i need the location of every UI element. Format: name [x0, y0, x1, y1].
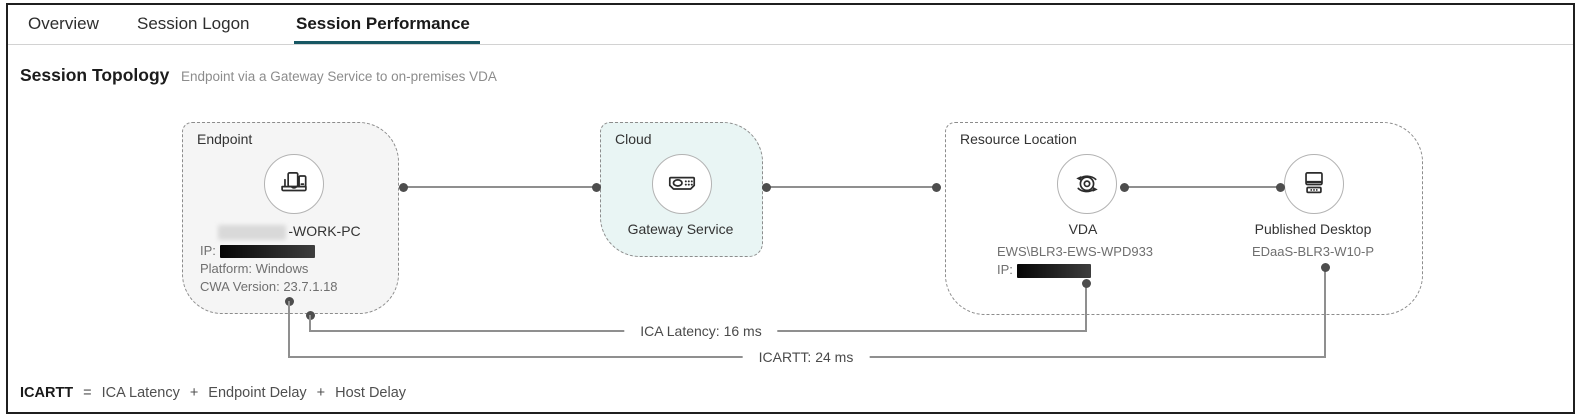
- ica-latency-line-right: [1085, 287, 1087, 332]
- gateway-service-node[interactable]: [652, 154, 712, 214]
- endpoint-node[interactable]: [264, 154, 324, 214]
- formula-term-host-delay: Host Delay: [335, 385, 407, 401]
- formula-term-ica-latency: ICA Latency: [101, 385, 180, 401]
- endpoint-ip-row: IP:: [200, 243, 315, 259]
- resource-location-group-box: Resource Location: [945, 122, 1423, 315]
- icartt-formula: ICARTT = ICA Latency + Endpoint Delay + Host D…: [20, 385, 406, 401]
- endpoint-group-box: Endpoint: [182, 122, 399, 314]
- connector-dot: [399, 183, 408, 192]
- ica-latency-line-left: [309, 315, 311, 331]
- redacted-endpoint-ip: [219, 245, 315, 259]
- redacted-machine-name-prefix: [218, 224, 287, 240]
- icartt-value: ICARTT: 24 ms: [742, 347, 870, 367]
- cloud-group-label: Cloud: [615, 131, 652, 147]
- connector-dot: [1276, 183, 1285, 192]
- vda-machine-name: EWS\BLR3-EWS-WPD933: [997, 244, 1154, 259]
- page-title: Session Topology: [20, 65, 170, 85]
- vda-label: VDA: [1068, 221, 1098, 237]
- published-desktop-node[interactable]: [1284, 154, 1344, 214]
- connector-dot: [932, 183, 941, 192]
- formula-plus: +: [189, 385, 199, 401]
- connector-dot: [762, 183, 771, 192]
- gateway-service-label: Gateway Service: [627, 221, 734, 237]
- gateway-icon: [668, 176, 696, 190]
- connector-vda-desktop: [1124, 186, 1280, 188]
- published-desktop-machine-name: EDaaS-BLR3-W10-P: [1251, 244, 1375, 259]
- endpoint-cwa-version: CWA Version: 23.7.1.18: [200, 279, 338, 294]
- endpoint-platform: Platform: Windows: [200, 261, 309, 276]
- tabbar-divider: [8, 44, 1573, 45]
- page-subtitle: Endpoint via a Gateway Service to on-pre…: [181, 69, 497, 84]
- ica-latency-vda-dot: [1082, 279, 1091, 288]
- active-tab-indicator: [294, 41, 480, 44]
- icartt-line-left: [288, 301, 290, 358]
- connector-dot: [1120, 183, 1129, 192]
- tab-session-logon[interactable]: Session Logon: [137, 14, 250, 33]
- desktop-icon: [1305, 171, 1323, 194]
- connector-cloud-resource: [766, 186, 937, 188]
- icartt-desktop-dot: [1321, 263, 1330, 272]
- vda-icon: [1076, 175, 1098, 193]
- connector-endpoint-cloud: [403, 186, 597, 188]
- published-desktop-label: Published Desktop: [1254, 221, 1372, 237]
- ica-latency-value: ICA Latency: 16 ms: [624, 321, 778, 341]
- formula-lhs: ICARTT: [20, 385, 74, 401]
- endpoint-machine-name: -WORK-PC: [182, 223, 397, 240]
- tab-session-performance[interactable]: Session Performance: [296, 14, 470, 33]
- formula-term-endpoint-delay: Endpoint Delay: [208, 385, 307, 401]
- formula-equals: =: [83, 385, 92, 401]
- connector-dot: [592, 183, 601, 192]
- redacted-vda-ip: [1016, 263, 1091, 278]
- icartt-line-right: [1324, 271, 1326, 358]
- vda-node[interactable]: [1057, 154, 1117, 214]
- resource-location-group-label: Resource Location: [960, 131, 1077, 147]
- devices-icon: [281, 171, 307, 192]
- formula-plus: +: [316, 385, 326, 401]
- vda-ip-row: IP:: [997, 262, 1091, 278]
- tab-overview[interactable]: Overview: [28, 14, 99, 33]
- endpoint-group-label: Endpoint: [197, 131, 253, 147]
